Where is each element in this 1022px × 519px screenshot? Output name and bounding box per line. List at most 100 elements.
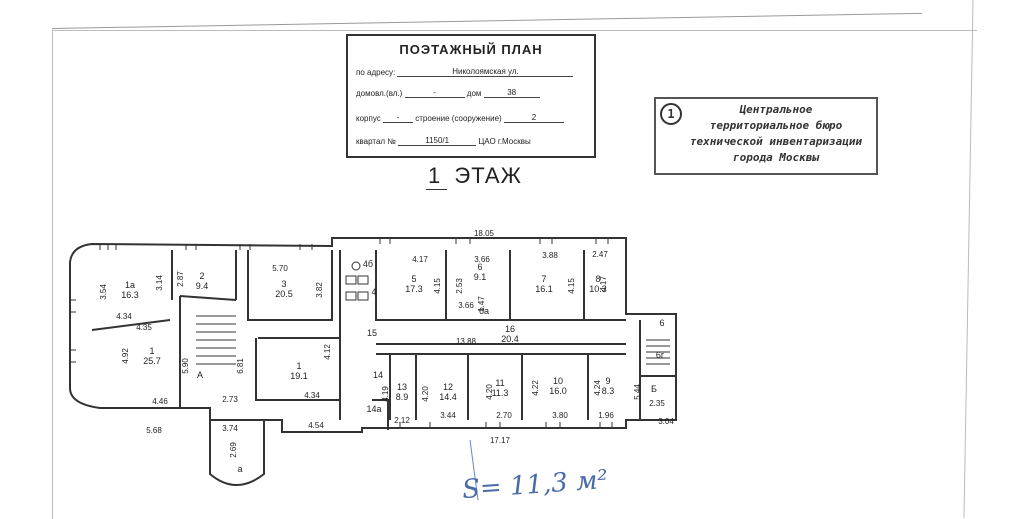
dim-label: 5.44 xyxy=(633,384,642,400)
dim-label: 3.74 xyxy=(222,424,238,433)
dim-label: 18.05 xyxy=(474,229,495,238)
room-label-6g: 6г xyxy=(656,350,665,360)
kvartal-value: 1150/1 xyxy=(398,136,477,146)
dim-label: 4.22 xyxy=(531,380,540,396)
dim-label: 4.20 xyxy=(421,386,430,402)
domovl-row: домовл.(вл.) - дом 38 xyxy=(356,88,540,98)
stroenie-value: 2 xyxy=(503,113,564,123)
dim-label: 2.69 xyxy=(229,442,238,458)
dim-label: 4.19 xyxy=(381,386,390,402)
dim-label: 4.15 xyxy=(567,278,576,294)
korpus-label: корпус xyxy=(356,114,381,123)
room-label-B: Б xyxy=(651,384,657,394)
dim-label: 3.54 xyxy=(99,284,108,300)
stair-hatch xyxy=(196,315,670,365)
stamp-line: территориальное бюро xyxy=(709,119,843,132)
domovl-value: - xyxy=(404,88,465,98)
dim-label: 13.88 xyxy=(456,337,477,346)
dim-label: 2.12 xyxy=(394,416,410,425)
floor-label: ЭТАЖ xyxy=(454,163,522,188)
dim-label: 1.47 xyxy=(477,296,486,312)
title-block-heading: ПОЭТАЖНЫЙ ПЛАН xyxy=(399,42,543,57)
korpus-row: корпус - строение (сооружение) 2 xyxy=(356,113,564,123)
sanitary-fixtures xyxy=(345,261,369,301)
dim-label: 2.35 xyxy=(649,399,665,408)
dim-label: 2.87 xyxy=(176,271,185,287)
dim-label: 2.70 xyxy=(496,411,512,420)
stamp-lines: Центральное территориальное бюро техниче… xyxy=(678,102,874,166)
dom-value: 38 xyxy=(483,88,540,98)
dim-label: 4.92 xyxy=(121,348,130,364)
dim-label: 1.96 xyxy=(598,411,614,420)
room-label-4b: 4б xyxy=(363,259,373,269)
dimension-labels: 18.05 5.70 4.17 3.66 3.88 2.47 3.54 3.14… xyxy=(99,229,674,458)
floor-heading: 1 ЭТАЖ xyxy=(426,163,522,190)
dim-label: 3.66 xyxy=(458,301,474,310)
room-label-4: 4 xyxy=(371,287,376,297)
stamp-line: города Москвы xyxy=(732,151,820,164)
plan-walls xyxy=(69,237,677,486)
sheet-frame xyxy=(52,30,977,519)
bti-stamp: 1 Центральное территориальное бюро техни… xyxy=(654,97,878,175)
dim-label: 4.54 xyxy=(308,421,324,430)
window-marks xyxy=(70,238,613,428)
dim-label: 6.81 xyxy=(236,358,245,374)
pen-stroke xyxy=(469,439,479,501)
dim-label: 17.17 xyxy=(490,436,511,445)
dim-label: 3.44 xyxy=(440,411,456,420)
dim-label: 4.35 xyxy=(136,323,152,332)
room-label-a: а xyxy=(237,464,242,474)
kvartal-row: квартал № 1150/1 ЦАО г.Москвы xyxy=(356,136,531,146)
dim-label: 3.82 xyxy=(315,282,324,298)
dim-label: 4.15 xyxy=(433,278,442,294)
dom-label: дом xyxy=(466,89,482,98)
kvartal-label: квартал № xyxy=(356,137,396,146)
address-value: Николоямская ул. xyxy=(397,67,574,77)
dim-label: 5.70 xyxy=(272,264,288,273)
dim-label: 3.80 xyxy=(552,411,568,420)
dim-label: 4.17 xyxy=(412,255,428,264)
stamp-number: 1 xyxy=(660,103,682,125)
address-row: по адресу: Николоямская ул. xyxy=(356,67,574,77)
dim-label: 4.34 xyxy=(304,391,320,400)
room-label-14a: 14а xyxy=(366,404,381,414)
title-block: ПОЭТАЖНЫЙ ПЛАН по адресу: Николоямская у… xyxy=(346,34,596,158)
domovl-label: домовл.(вл.) xyxy=(356,89,403,98)
korpus-value: - xyxy=(382,113,413,123)
district-label: ЦАО г.Москвы xyxy=(478,137,531,146)
dim-label: 3.04 xyxy=(658,417,674,426)
dim-label: 2.53 xyxy=(455,278,464,294)
dim-label: 4.20 xyxy=(485,384,494,400)
floor-number: 1 xyxy=(426,163,448,190)
room-label-15: 15 xyxy=(367,328,377,338)
dim-label: 4.17 xyxy=(599,276,608,292)
address-label: по адресу: xyxy=(356,68,396,77)
room-label-6-right: 6 xyxy=(659,318,664,328)
room-label-6a: 6а xyxy=(479,306,489,316)
dim-label: 4.46 xyxy=(152,397,168,406)
stamp-line: технической инвентаризации xyxy=(689,135,863,148)
stroenie-label: строение (сооружение) xyxy=(415,114,502,123)
dim-label: 4.34 xyxy=(116,312,132,321)
dim-label: 2.47 xyxy=(592,250,608,259)
dim-label: 5.90 xyxy=(181,358,190,374)
dim-label: 4.24 xyxy=(593,380,602,396)
dim-label: 5.68 xyxy=(146,426,162,435)
